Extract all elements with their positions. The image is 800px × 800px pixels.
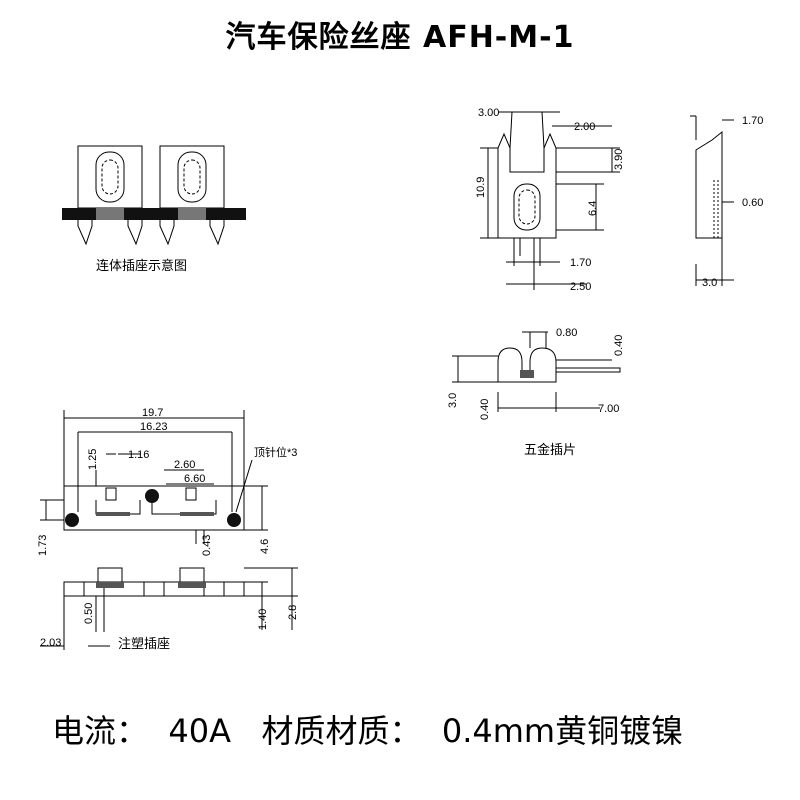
dim-contact-span: 6.60 (184, 473, 205, 485)
dim-center-gap: 2.60 (174, 459, 195, 471)
dim-total-height: 10.9 (475, 177, 487, 198)
molded-socket-front-view (40, 567, 298, 650)
dim-insert-height: 3.0 (447, 393, 459, 408)
spec-material-value: 0.4mm黄铜镀镍 (441, 712, 684, 750)
dim-top-width: 3.00 (478, 107, 499, 119)
dim-slot-width: 2.00 (574, 121, 595, 133)
caption-molded-socket: 注塑插座 (118, 637, 170, 652)
spec-current-value: 40A (168, 712, 231, 750)
dim-insert-top: 0.40 (613, 335, 625, 356)
dim-body-height: 4.6 (259, 539, 271, 554)
spec-line: 电流： 40A 材质材质： 0.4mm黄铜镀镍 (52, 706, 683, 752)
spec-current-label: 电流： (52, 712, 149, 750)
metal-insert-front-view (480, 111, 620, 290)
caption-connected-socket: 连体插座示意图 (96, 258, 187, 274)
dim-base-height: 1.40 (257, 609, 269, 630)
dim-side-thickness: 0.60 (742, 197, 763, 209)
dim-left-margin: 2.03 (40, 637, 61, 649)
dim-base-offset: 0.50 (83, 603, 95, 624)
dim-insert-length: 7.00 (598, 403, 619, 415)
dim-slot-offset: 1.25 (87, 449, 99, 470)
connected-socket-drawing (62, 145, 246, 246)
dim-slot-depth: 3.90 (613, 149, 625, 170)
spec-material-label: 材质材质： (261, 712, 422, 750)
dim-slot-width-small: 1.16 (128, 449, 149, 461)
metal-insert-side-view (690, 115, 734, 286)
caption-metal-insert: 五金插片 (524, 442, 576, 458)
metal-insert-bottom-view (452, 331, 621, 412)
molded-socket-top-view (40, 410, 268, 544)
dim-pin-span: 2.50 (570, 281, 591, 293)
dim-side-top: 1.70 (742, 115, 763, 127)
dim-mid-height: 0.43 (201, 535, 213, 556)
dim-pin-center-span: 16.23 (140, 421, 168, 433)
page-title: 汽车保险丝座 AFH-M-1 (225, 20, 575, 55)
dim-insert-bottom: 0.40 (479, 399, 491, 420)
dim-total-base-height: 2.8 (287, 605, 299, 620)
dim-left-height: 1.73 (37, 535, 49, 556)
dim-overall-length: 19.7 (142, 407, 163, 419)
dim-insert-gap: 0.80 (556, 327, 577, 339)
dim-side-width: 3.0 (702, 277, 717, 289)
ejector-pin-note: 顶针位*3 (254, 445, 297, 459)
dim-inner-height: 6.4 (587, 201, 599, 216)
dim-pin-gap: 1.70 (570, 257, 591, 269)
